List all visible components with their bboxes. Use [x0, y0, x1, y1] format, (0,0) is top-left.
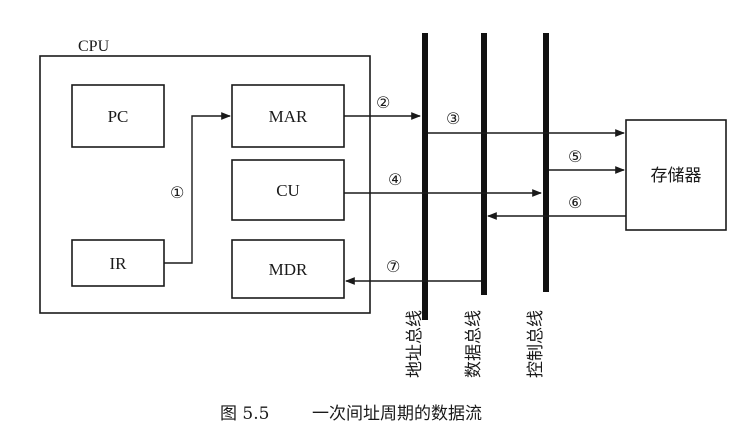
mdr-register	[231, 239, 345, 299]
step-5-label: ⑤	[568, 147, 582, 166]
step-6-label: ⑥	[568, 193, 582, 212]
step-7-label: ⑦	[386, 257, 400, 276]
step-2-label: ②	[376, 93, 390, 112]
memory-box	[625, 119, 727, 231]
arrow-ir-to-mar	[164, 112, 231, 264]
address-bus-label: 地址总线	[405, 310, 425, 378]
cpu-label: CPU	[78, 38, 110, 55]
memory-label: 存储器	[651, 166, 702, 186]
figure-title: 一次间址周期的数据流	[312, 404, 482, 424]
step-3-label: ③	[446, 109, 460, 128]
step-4-label: ④	[388, 170, 402, 189]
control-bus-label: 控制总线	[526, 310, 546, 378]
step-1-label: ①	[170, 183, 184, 202]
pc-label: PC	[108, 107, 129, 126]
data-bus-label: 数据总线	[464, 310, 484, 378]
ir-register	[71, 239, 165, 287]
mdr-label: MDR	[269, 260, 308, 279]
mar-label: MAR	[269, 107, 308, 126]
figure-number: 图 5.5	[220, 404, 269, 424]
pc-register	[71, 84, 165, 148]
ir-label: IR	[110, 254, 128, 273]
cu-label: CU	[276, 181, 300, 200]
cu-unit	[231, 159, 345, 221]
